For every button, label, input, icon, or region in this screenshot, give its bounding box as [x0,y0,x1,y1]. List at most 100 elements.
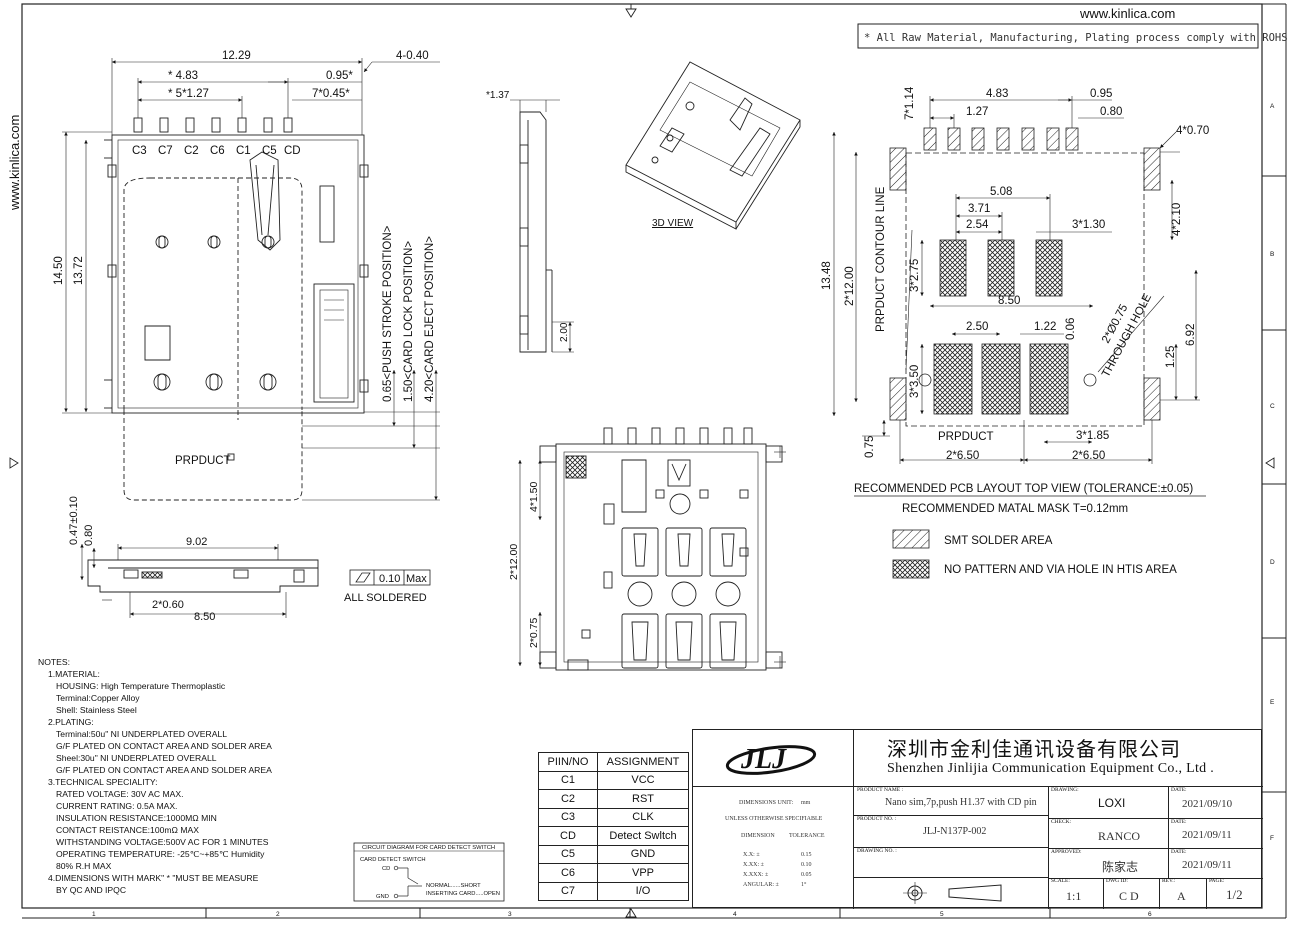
assignment-cell: CLK [597,807,689,827]
pcb-dim-254: 2.54 [966,219,989,231]
pin-label-c2: C2 [184,145,199,157]
tb-company-cell: 深圳市金利佳通讯设备有限公司 Shenzhen Jinlijia Communi… [853,730,1263,787]
note-line: CONTACT REISTANCE:100mΩ MAX [56,825,199,835]
tolerance-value: 0.15 [801,852,812,858]
side-website-text: www.kinlica.com [7,115,22,211]
pcb-dim-125: 1.25 [1165,346,1177,368]
pin-label-c1: C1 [236,145,251,157]
pcb-dim-127: 1.27 [966,106,988,118]
note-line: 1.MATERIAL: [48,669,100,679]
legend-smt-text: SMT SOLDER AREA [944,535,1053,547]
note-line: 4.DIMENSIONS WITH MARK" * "MUST BE MEASU… [48,873,259,883]
tb-symbol-cell [853,877,1049,909]
circuit-sub: CARD DETECT SWITCH [360,857,426,863]
legend-smt-swatch [892,529,930,549]
rohs-box [857,23,1259,49]
drawing-value: LOXI [1098,796,1126,810]
dim-unit-label: DIMENSIONS UNIT: [739,800,794,806]
pcb-dim-650a: 2*6.50 [946,450,979,462]
tb-check-cell: CHECK: RANCO [1048,818,1169,849]
pcb-dim-075b: 0.75 [864,436,876,458]
pcb-dim-714: 7*1.14 [904,86,916,120]
flatness-frame [349,569,431,586]
note-line: 2.PLATING: [48,717,94,727]
rohs-note: * All Raw Material, Manufacturing, Plati… [864,32,1288,44]
tb-approved-cell: APPROVED: 陈家志 [1048,848,1169,879]
pin-cell: C1 [538,770,598,790]
pcb-dim-210: 4*2.10 [1171,203,1183,236]
pcb-layout [889,127,1161,427]
date3-label: DATE: [1171,849,1187,855]
dim-peg: 4-0.40 [396,50,429,62]
pcb-labels: 4.83 1.27 0.95 0.80 7*1.14 4*0.70 4*2.10… [821,86,1209,462]
zone-labels: 1 2 3 4 5 6 A B C D E F [92,103,1275,918]
dim-lock: 1.50<CARD LOCK POSITION> [403,241,415,402]
pcb-dim-185: 3*1.85 [1076,430,1109,442]
zone-3: 3 [508,911,512,918]
pcb-contour-line: PRPDUCT CONTOUR LINE [875,186,887,332]
bottom-dim-h2: 2*12.00 [508,544,520,580]
note-line: Shell: Stainless Steel [56,705,137,715]
company-name-en: Shenzhen Jinlijia Communication Equipmen… [887,761,1215,776]
assignment-cell: GND [597,844,689,864]
check-label: CHECK: [1051,819,1072,825]
dim-cd-gap: 0.95* [326,70,353,82]
top-view-product: PRPDUCT [175,455,231,467]
tb-drawing-cell: DRAWING: LOXI [1048,786,1169,819]
assignment-cell: VCC [597,770,689,790]
note-line: G/F PLATED ON CONTACT AREA AND SOLDER AR… [56,765,272,775]
top-view-labels: 12.29 * 4.83 * 5*1.27 0.95* 7*0.45* 4-0.… [53,50,436,467]
circuit-insert: INSERTING CARD.....OPEN [426,891,500,897]
dwg-id-value: C D [1119,889,1139,903]
notes-lines: 1.MATERIAL:HOUSING: High Temperature The… [38,668,272,896]
tb-date1-cell: DATE: 2021/09/10 [1168,786,1263,819]
pcb-dim-1200: 2*12.00 [844,266,856,306]
pcb-product: PRPDUCT [938,431,994,443]
date2-value: 2021/09/11 [1182,829,1232,841]
dim-pitch: * 5*1.27 [168,88,209,100]
all-soldered-note: ALL SOLDERED [344,592,427,604]
dimension-header: DIMENSION [741,833,775,839]
tb-product-name-cell: PRODUCT NAME : Nano sim,7p,push H1.37 wi… [853,786,1049,816]
top-view [104,117,369,501]
iso-3d-view [625,61,801,230]
note-line: Terminal:50u" NI UNDERPLATED OVERALL [56,729,228,739]
assignment-cell: VPP [597,863,689,883]
dim-pitch-total: * 4.83 [168,70,198,82]
pcb-dim-650b: 2*6.50 [1072,450,1105,462]
drawing-no-label: DRAWING NO. : [857,848,897,854]
note-line: CURRENT RATING: 0.5A MAX. [56,801,178,811]
company-name-cn: 深圳市金利佳通讯设备有限公司 [887,737,1181,761]
tb-drawing-no-cell: DRAWING NO. : [853,847,1049,878]
tb-rev-cell: REV.: A [1159,878,1207,909]
pin-cell: C5 [538,844,598,864]
pin-label-cd: CD [284,145,301,157]
pcb-dim-275: 3*2.75 [909,259,921,292]
front-dim-h1: 0.47±0.10 [68,496,80,545]
circuit-gnd: GND [376,894,389,900]
notes-title: NOTES: [38,657,70,667]
pcb-dim-350: 3*3.50 [909,365,921,398]
tb-date2-cell: DATE: 2021/09/11 [1168,818,1263,849]
pcb-dim-122: 1.22 [1034,321,1056,333]
pin-label-c6: C6 [210,145,225,157]
page-value: 1/2 [1226,887,1243,902]
product-no-label: PRODUCT NO. : [857,816,897,822]
date1-label: DATE: [1171,787,1187,793]
bottom-dim-h1: 4*1.50 [528,481,540,512]
tolerance-dim: ANGULAR: ± [743,882,779,888]
zone-D: D [1270,559,1275,566]
tolerance-dim: X.XX: ± [743,862,764,868]
date2-label: DATE: [1171,819,1187,825]
tb-dwgid-cell: DWG ID: C D [1103,878,1160,909]
pcb-dim-095: 0.95 [1090,88,1112,100]
tolerance-value: 0.05 [801,872,812,878]
note-line: G/F PLATED ON CONTACT AREA AND SOLDER AR… [56,741,272,751]
product-name-value: Nano sim,7p,push H1.37 with CD pin [885,797,1037,808]
top-view-dimensions [62,58,440,501]
